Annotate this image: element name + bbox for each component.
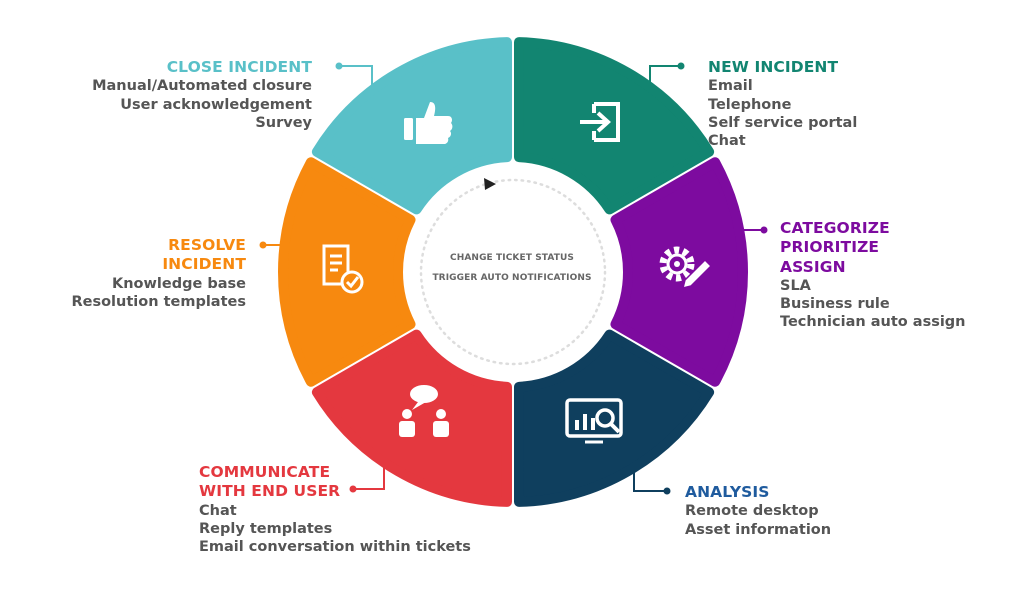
- rotation-arrow-icon: [484, 178, 496, 190]
- categorize-title: CATEGORIZE: [780, 219, 890, 237]
- leader-communicate: [353, 452, 385, 490]
- leader-dot-resolve: [259, 241, 267, 249]
- gear-pencil-icon: [659, 246, 713, 290]
- incident-title: INCIDENT: [162, 255, 246, 274]
- assign-title: ASSIGN: [780, 257, 846, 276]
- leader-dot-close: [335, 62, 343, 70]
- close-incident-title: CLOSE INCIDENT: [166, 58, 312, 76]
- communicate-item: Reply templates: [199, 520, 333, 537]
- new-incident-item: Chat: [708, 132, 746, 149]
- close-item: Survey: [255, 114, 312, 131]
- categorize-block: CATEGORIZE PRIORITIZE ASSIGN SLA Busines…: [780, 219, 966, 332]
- new-incident-title: NEW INCIDENT: [708, 58, 839, 76]
- resolve-block: RESOLVE INCIDENT Knowledge base Resoluti…: [71, 236, 246, 311]
- prioritize-title: PRIORITIZE: [780, 238, 880, 257]
- monitor-magnifier-icon: [565, 398, 623, 444]
- new-incident-block: NEW INCIDENT Email Telephone Self servic…: [708, 58, 857, 150]
- categorize-item: Technician auto assign: [780, 314, 966, 331]
- analysis-title: ANALYSIS: [685, 483, 770, 501]
- leader-new: [649, 65, 681, 98]
- login-arrow-icon: [580, 102, 620, 142]
- resolve-item: Resolution templates: [71, 293, 246, 310]
- analysis-item: Asset information: [685, 521, 832, 538]
- analysis-item: Remote desktop: [685, 503, 819, 520]
- analysis-block: ANALYSIS Remote desktop Asset informatio…: [685, 483, 831, 539]
- segment-new-incident: [513, 37, 715, 215]
- center-notifications-text: TRIGGER AUTO NOTIFICATIONS: [432, 273, 592, 283]
- new-incident-item: Self service portal: [708, 114, 858, 131]
- close-incident-block: CLOSE INCIDENT Manual/Automated closure …: [92, 58, 312, 132]
- inner-dotted-circle: [419, 178, 607, 366]
- center-status-text: CHANGE TICKET STATUS: [450, 253, 574, 263]
- leader-dot-analysis: [663, 487, 671, 495]
- resolve-title: RESOLVE: [168, 236, 246, 254]
- document-check-icon: [322, 244, 364, 294]
- resolve-item: Knowledge base: [112, 275, 246, 292]
- new-incident-item: Email: [708, 78, 753, 95]
- communicate-block: COMMUNICATE WITH END USER Chat Reply tem…: [199, 463, 471, 556]
- categorize-item: Business rule: [780, 296, 890, 313]
- close-item: User acknowledgement: [120, 96, 312, 113]
- leader-analysis: [633, 459, 667, 492]
- leader-dot-new: [677, 62, 685, 70]
- close-item: Manual/Automated closure: [92, 78, 312, 95]
- leader-dot-communicate: [349, 485, 357, 493]
- categorize-item: SLA: [780, 278, 811, 295]
- with-end-user-title: WITH END USER: [199, 482, 341, 501]
- chat-users-icon: [399, 385, 449, 437]
- segment-communicate: [311, 329, 513, 507]
- new-incident-item: Telephone: [708, 96, 792, 113]
- communicate-item: Chat: [199, 502, 237, 519]
- leader-dot-categorize: [760, 226, 768, 234]
- leader-close: [339, 65, 373, 98]
- thumbs-up-icon: [404, 102, 453, 144]
- communicate-title: COMMUNICATE: [199, 463, 331, 481]
- communicate-item: Email conversation within tickets: [199, 539, 471, 555]
